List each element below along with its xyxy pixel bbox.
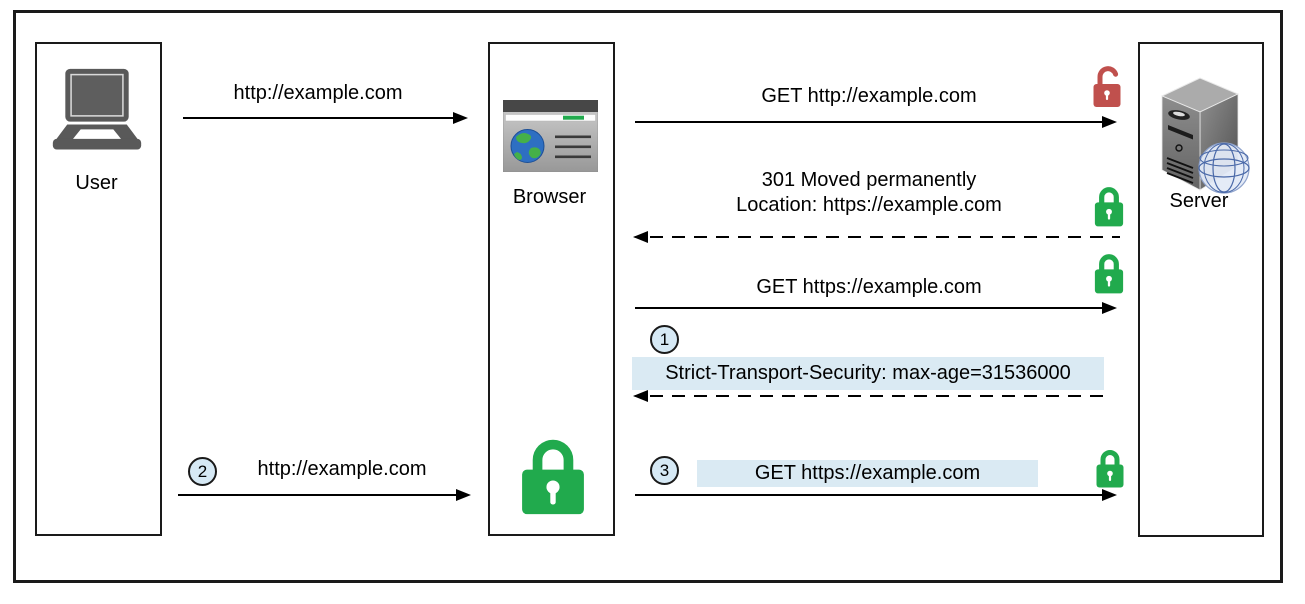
- message-hsts-header: Strict-Transport-Security: max-age=31536…: [632, 357, 1104, 390]
- arrowhead-left: [633, 231, 648, 243]
- lock-secure-icon: [1093, 250, 1125, 296]
- arrowhead-right: [1102, 302, 1117, 314]
- arrowhead-right: [1102, 116, 1117, 128]
- arrow-user-to-browser: [183, 117, 455, 119]
- arrow-user-to-browser-2: [178, 494, 458, 496]
- arrowhead-right: [453, 112, 468, 124]
- arrow-get-https-2: [635, 494, 1105, 496]
- arrowhead-left: [633, 390, 648, 402]
- lock-secure-icon: [1093, 183, 1125, 229]
- diagram-frame: [13, 10, 1283, 583]
- message-http-request-user: http://example.com: [233, 82, 403, 104]
- arrowhead-right: [1102, 489, 1117, 501]
- lock-secure-browser-icon: [518, 432, 588, 517]
- step-1-badge: 1: [650, 325, 679, 354]
- message-get-https: GET https://example.com: [756, 276, 982, 298]
- user-label: User: [75, 172, 118, 194]
- server-lifeline-box: [1138, 42, 1264, 537]
- message-get-https-internal: GET https://example.com: [697, 460, 1038, 487]
- user-lifeline-box: [35, 42, 162, 536]
- message-301-line1: 301 Moved permanently: [761, 169, 977, 191]
- arrow-get-https: [635, 307, 1105, 309]
- browser-label: Browser: [512, 186, 587, 208]
- arrowhead-right: [456, 489, 471, 501]
- arrow-get-http: [635, 121, 1105, 123]
- arrow-301-response: [650, 236, 1120, 238]
- arrow-hsts-response: [650, 395, 1110, 397]
- laptop-icon: [49, 68, 145, 158]
- message-301-redirect: 301 Moved permanently Location: https://…: [635, 168, 1103, 218]
- browser-icon: [503, 100, 598, 172]
- message-301-line2: Location: https://example.com: [736, 194, 1002, 216]
- lock-secure-icon: [1094, 446, 1126, 490]
- message-get-http: GET http://example.com: [761, 85, 977, 107]
- step-3-badge: 3: [650, 456, 679, 485]
- lock-open-insecure-icon: [1092, 63, 1126, 113]
- step-2-badge: 2: [188, 457, 217, 486]
- server-icon: [1148, 74, 1252, 196]
- server-label: Server: [1169, 190, 1229, 212]
- message-http-request-user-2: http://example.com: [257, 458, 427, 480]
